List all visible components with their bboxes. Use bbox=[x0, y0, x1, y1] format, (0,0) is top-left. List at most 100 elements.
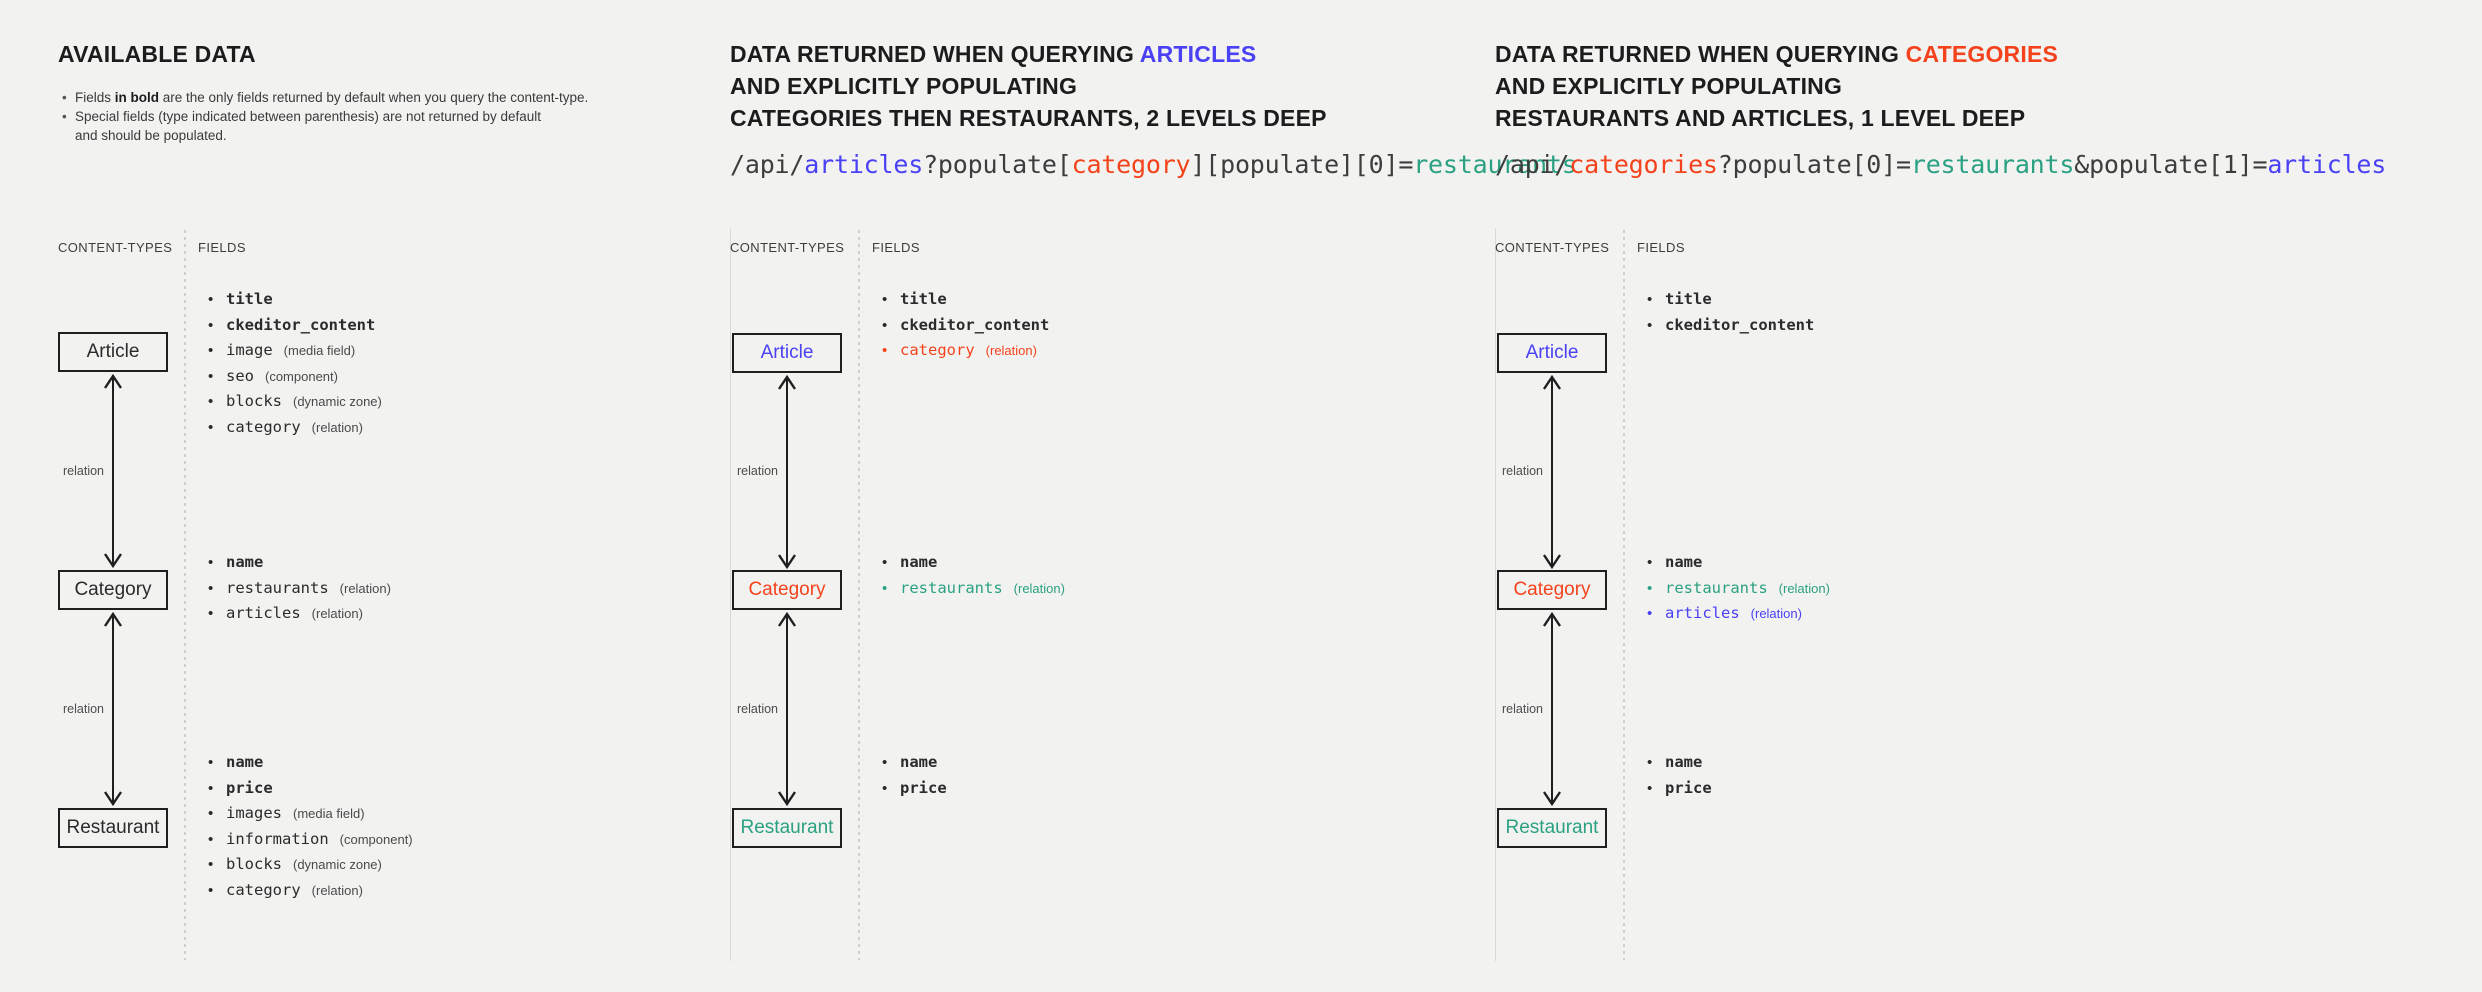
heading-line-1: DATA RETURNED WHEN QUERYING ARTICLES bbox=[730, 41, 1257, 67]
field-row: •category(relation) bbox=[208, 881, 413, 907]
field-name: title bbox=[900, 290, 947, 308]
field-name: restaurants bbox=[900, 578, 1003, 597]
field-name: restaurants bbox=[226, 578, 329, 597]
field-name: price bbox=[1665, 778, 1712, 797]
api-url-categories: /api/categories?populate[0]=restaurants&… bbox=[1495, 150, 2386, 179]
field-row: •restaurants(relation) bbox=[882, 579, 1065, 605]
field-row: • name bbox=[1647, 553, 1830, 579]
relation-arrow-article-category bbox=[776, 373, 798, 571]
field-name: name bbox=[1665, 753, 1703, 771]
entity-box-restaurant[interactable]: Restaurant bbox=[1497, 808, 1607, 848]
legend-bullet-1-text: Fields in bold are the only fields retur… bbox=[75, 90, 589, 105]
bullet-dot-icon: • bbox=[208, 605, 214, 622]
field-row: •ckeditor_content bbox=[1647, 316, 1825, 342]
bullet-dot-icon: • bbox=[208, 418, 214, 436]
bullet-dot-icon: • bbox=[208, 291, 214, 308]
panel-heading: DATA RETURNED WHEN QUERYING CATEGORIES A… bbox=[1495, 38, 2058, 134]
field-type: (relation) bbox=[311, 419, 363, 435]
url-seg-4: &populate[1]= bbox=[2074, 150, 2268, 179]
url-seg-0: /api/ bbox=[1495, 150, 1570, 179]
url-seg-2: ?populate[ bbox=[923, 150, 1072, 179]
field-name: restaurants bbox=[1665, 578, 1768, 597]
entity-box-category[interactable]: Category bbox=[732, 570, 842, 610]
column-dotted-divider bbox=[1623, 230, 1625, 960]
heading-line-3: CATEGORIES THEN RESTAURANTS, 2 LEVELS DE… bbox=[730, 105, 1327, 131]
legend-bullets: • Fields in bold are the only fields ret… bbox=[62, 88, 622, 145]
field-type: (relation) bbox=[1778, 580, 1830, 596]
field-row: •images(media field) bbox=[208, 804, 413, 830]
heading-highlight-categories: CATEGORIES bbox=[1905, 41, 2059, 67]
field-name: images bbox=[226, 804, 282, 822]
bullet-dot-icon: • bbox=[208, 856, 214, 873]
entity-box-article[interactable]: Article bbox=[58, 332, 168, 372]
bullet-dot-icon: • bbox=[882, 554, 888, 571]
field-row: •price bbox=[1647, 779, 1723, 805]
relation-label-category-restaurant: relation bbox=[737, 702, 778, 716]
field-name: articles bbox=[226, 604, 301, 622]
fieldgroup-article: •title •ckeditor_content •image(media fi… bbox=[208, 290, 386, 443]
field-name: seo bbox=[226, 366, 254, 385]
field-type: (dynamic zone) bbox=[293, 857, 382, 872]
field-name: name bbox=[900, 753, 938, 771]
bullet-dot-icon: • bbox=[208, 805, 214, 822]
entity-box-restaurant[interactable]: Restaurant bbox=[732, 808, 842, 848]
field-type: (relation) bbox=[1750, 606, 1802, 621]
caption-fields: FIELDS bbox=[198, 240, 246, 255]
heading-line-2: AND EXPLICITLY POPULATING bbox=[730, 73, 1078, 99]
bullet-dot-icon: • bbox=[208, 316, 214, 334]
entity-box-category[interactable]: Category bbox=[1497, 570, 1607, 610]
relation-arrow-article-category bbox=[1541, 373, 1563, 571]
field-name: name bbox=[1665, 553, 1703, 571]
legend-bullet-2-text: Special fields (type indicated between p… bbox=[75, 109, 542, 143]
bullet-dot-icon: • bbox=[208, 367, 214, 385]
field-name: name bbox=[226, 753, 264, 771]
field-type: (media field) bbox=[283, 343, 356, 358]
url-seg-0: /api/ bbox=[730, 150, 805, 179]
entity-box-article[interactable]: Article bbox=[1497, 333, 1607, 373]
panel-querying-categories: DATA RETURNED WHEN QUERYING CATEGORIES A… bbox=[1495, 0, 2482, 992]
field-row: • name bbox=[882, 553, 1065, 579]
url-seg-restaurants: restaurants bbox=[1413, 150, 1577, 179]
relation-arrow-category-restaurant bbox=[776, 610, 798, 808]
field-type: (relation) bbox=[311, 882, 363, 898]
bullet-dot-icon: • bbox=[882, 779, 888, 797]
fieldgroup-restaurant: •name •price •images(media field) •infor… bbox=[208, 753, 413, 906]
field-name: name bbox=[900, 553, 938, 571]
field-row: •restaurants(relation) bbox=[1647, 579, 1830, 605]
bullet-dot-icon: • bbox=[208, 393, 214, 410]
field-row: •title bbox=[882, 290, 1060, 316]
field-name: title bbox=[226, 290, 273, 308]
field-type: (component) bbox=[339, 831, 413, 847]
api-url-articles: /api/articles?populate[category][populat… bbox=[730, 150, 1577, 179]
field-row: •blocks(dynamic zone) bbox=[208, 855, 413, 881]
bullet-dot-icon: • bbox=[208, 779, 214, 797]
field-row: •restaurants(relation) bbox=[208, 579, 391, 605]
url-seg-articles: articles bbox=[2267, 150, 2387, 179]
entity-box-category[interactable]: Category bbox=[58, 570, 168, 610]
panel-heading: AVAILABLE DATA bbox=[58, 38, 256, 70]
caption-fields: FIELDS bbox=[872, 240, 920, 255]
field-name: ckeditor_content bbox=[1665, 315, 1815, 334]
heading-line-1: AVAILABLE DATA bbox=[58, 41, 256, 67]
legend-bullet-2: • Special fields (type indicated between… bbox=[62, 107, 622, 145]
bullet-dot-icon: • bbox=[62, 109, 67, 124]
bullet-dot-icon: • bbox=[208, 754, 214, 771]
fieldgroup-category: •name •restaurants(relation) •articles(r… bbox=[1647, 553, 1830, 630]
bullet-dot-icon: • bbox=[208, 579, 214, 597]
bullet-dot-icon: • bbox=[882, 579, 888, 597]
relation-arrow-category-restaurant bbox=[102, 610, 124, 808]
bullet-dot-icon: • bbox=[1647, 554, 1653, 571]
entity-box-restaurant[interactable]: Restaurant bbox=[58, 808, 168, 848]
fieldgroup-category: •name •restaurants(relation) •articles(r… bbox=[208, 553, 391, 630]
entity-box-article[interactable]: Article bbox=[732, 333, 842, 373]
fieldgroup-article: •title •ckeditor_content •category(relat… bbox=[882, 290, 1060, 367]
url-seg-categories: categories bbox=[1569, 150, 1718, 179]
relation-label-article-category: relation bbox=[737, 464, 778, 478]
panel-divider-1 bbox=[730, 228, 731, 961]
caption-content-types: CONTENT-TYPES bbox=[58, 240, 173, 255]
caption-content-types: CONTENT-TYPES bbox=[730, 240, 845, 255]
panel-divider-2 bbox=[1495, 228, 1496, 961]
field-name: image bbox=[226, 341, 273, 359]
relation-label-article-category: relation bbox=[63, 464, 104, 478]
field-name: price bbox=[226, 778, 273, 797]
